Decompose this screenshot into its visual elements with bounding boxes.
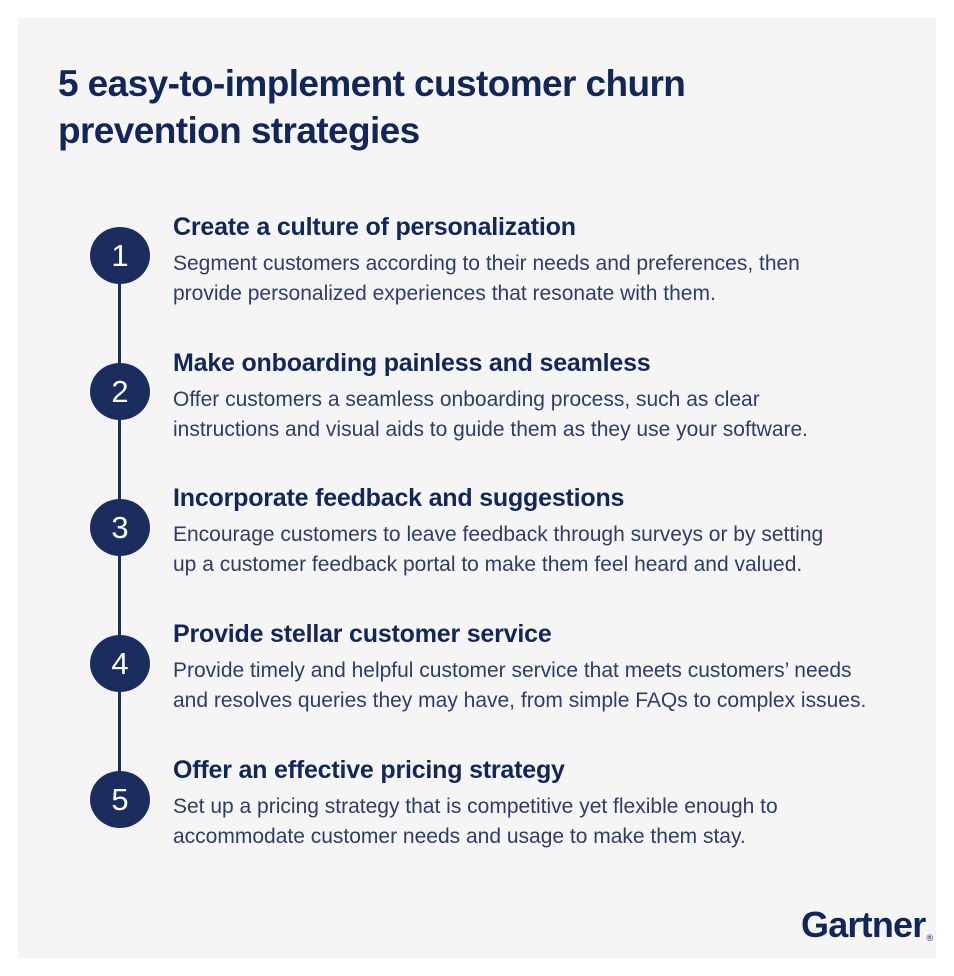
strategy-item-3: Incorporate feedback and suggestions Enc… <box>173 483 903 579</box>
step-number-4: 4 <box>111 646 129 681</box>
step-number-badge-2: 2 <box>90 363 150 420</box>
step-number-3: 3 <box>111 510 129 545</box>
gartner-logo: Gartner ® <box>801 904 933 946</box>
strategy-item-5: Offer an effective pricing strategy Set … <box>173 755 903 851</box>
strategy-heading-1: Create a culture of personalization <box>173 213 576 241</box>
strategy-description-5: Set up a pricing strategy that is compet… <box>173 795 778 848</box>
strategy-heading-2: Make onboarding painless and seamless <box>173 349 651 377</box>
strategy-description-1: Segment customers according to their nee… <box>173 252 800 305</box>
step-number-badge-1: 1 <box>90 227 150 284</box>
strategy-description-2: Offer customers a seamless onboarding pr… <box>173 388 809 441</box>
step-number-badge-3: 3 <box>90 499 150 556</box>
strategy-description-3: Encourage customers to leave feedback th… <box>173 523 824 576</box>
step-number-1: 1 <box>111 238 129 273</box>
infographic-panel: 5 easy-to-implement customer churn preve… <box>18 18 936 958</box>
strategy-item-1: Create a culture of personalization Segm… <box>173 212 903 308</box>
step-number-5: 5 <box>111 782 129 817</box>
step-number-badge-4: 4 <box>90 635 150 692</box>
strategy-item-2: Make onboarding painless and seamless Of… <box>173 348 903 444</box>
page-title: 5 easy-to-implement customer churn preve… <box>58 63 686 151</box>
registered-trademark-icon: ® <box>926 933 933 943</box>
strategy-item-4: Provide stellar customer service Provide… <box>173 619 903 715</box>
step-number-2: 2 <box>111 374 129 409</box>
gartner-logo-text: Gartner <box>801 904 926 945</box>
strategy-heading-5: Offer an effective pricing strategy <box>173 756 565 784</box>
strategy-heading-4: Provide stellar customer service <box>173 620 552 648</box>
step-number-badge-5: 5 <box>90 771 150 828</box>
strategy-description-4: Provide timely and helpful customer serv… <box>173 659 867 712</box>
strategy-heading-3: Incorporate feedback and suggestions <box>173 484 625 512</box>
